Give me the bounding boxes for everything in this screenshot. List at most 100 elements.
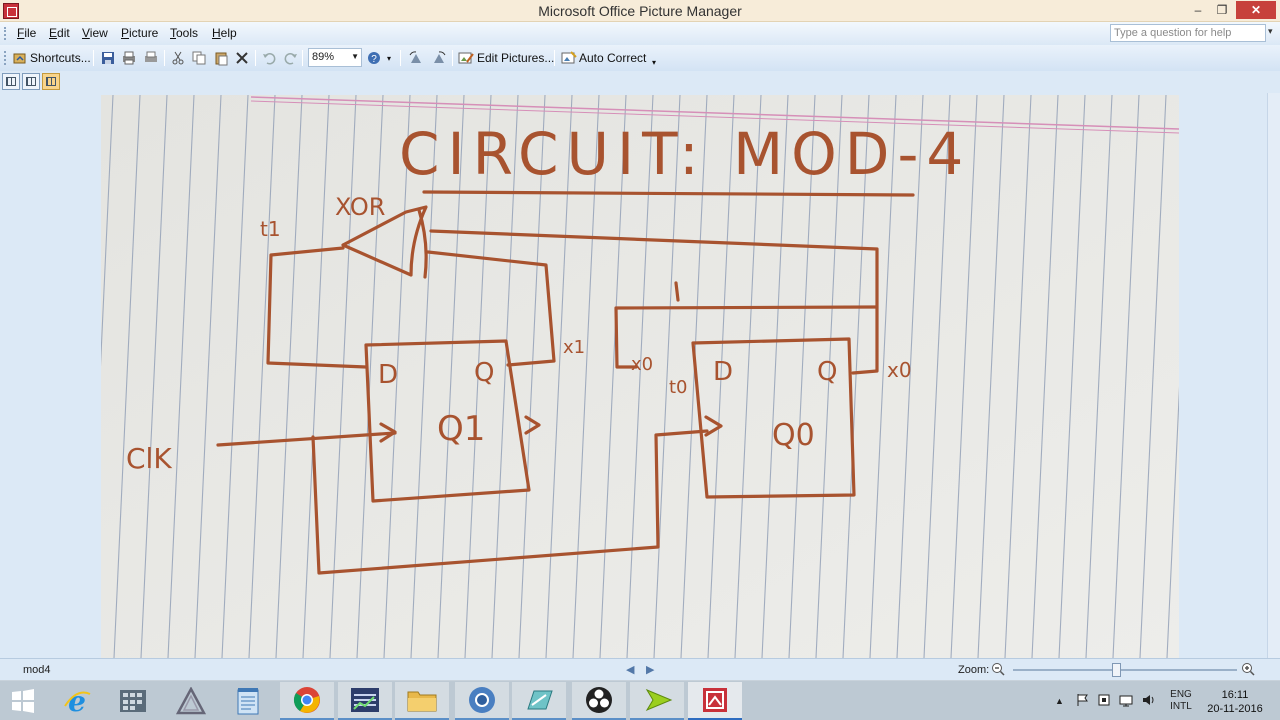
save-button[interactable] bbox=[100, 49, 116, 67]
single-picture-view-button[interactable] bbox=[42, 73, 60, 90]
taskbar-play-app[interactable] bbox=[630, 682, 684, 720]
next-picture-arrow-icon[interactable]: ▶ bbox=[646, 664, 655, 676]
rotate-left-button[interactable] bbox=[408, 49, 424, 67]
taskbar-notepad[interactable] bbox=[221, 682, 275, 720]
clock-date: 20-11-2016 bbox=[1207, 703, 1263, 715]
ruled-line bbox=[680, 95, 708, 658]
delete-button[interactable] bbox=[234, 49, 250, 67]
print-preview-button[interactable] bbox=[143, 49, 159, 67]
ruled-line bbox=[1166, 386, 1179, 658]
auto-correct-button[interactable]: Auto Correct bbox=[561, 49, 646, 67]
ruled-line bbox=[734, 95, 762, 658]
taskbar-file-explorer[interactable] bbox=[395, 682, 449, 720]
minimize-button[interactable]: – bbox=[1194, 3, 1202, 17]
notepad-icon bbox=[237, 688, 259, 715]
ruled-line bbox=[329, 95, 357, 658]
sketch-title: CIRCUIT: MOD-4 bbox=[399, 120, 971, 188]
taskbar-triangle-app[interactable] bbox=[164, 682, 218, 720]
status-bar: mod4 ◀ ▶ Zoom: bbox=[0, 658, 1280, 680]
volume-icon[interactable] bbox=[1141, 693, 1155, 710]
sketch-labels: CIRCUIT: MOD-4 XOR t1 ClK D Q Q1 x1 t0 x… bbox=[126, 120, 971, 475]
start-button[interactable] bbox=[0, 682, 46, 720]
q-label-q0: Q bbox=[817, 357, 837, 387]
taskbar-calculator-grid[interactable] bbox=[106, 682, 160, 720]
zoom-select[interactable]: 89% ▼ bbox=[308, 48, 362, 67]
thumbnail-grid-icon bbox=[6, 77, 16, 86]
window-title: Microsoft Office Picture Manager bbox=[538, 3, 742, 19]
toolbar-separator bbox=[554, 50, 555, 66]
save-icon bbox=[100, 50, 116, 66]
chrome-blue-icon bbox=[469, 687, 495, 713]
toolbar-overflow-arrow[interactable]: ▾ bbox=[652, 57, 657, 67]
previous-picture-arrow-icon[interactable]: ◀ bbox=[626, 664, 635, 676]
language-indicator[interactable]: ENG INTL bbox=[1170, 689, 1192, 712]
menu-picture[interactable]: Picture bbox=[121, 26, 159, 40]
ruled-line bbox=[302, 95, 330, 658]
flag-icon[interactable] bbox=[1075, 693, 1089, 710]
ruled-line bbox=[101, 95, 114, 367]
vertical-scrollbar[interactable] bbox=[1267, 93, 1280, 658]
taskbar-picture-manager[interactable] bbox=[688, 682, 742, 720]
standard-toolbar: Shortcuts... ? ▾ Edit Pictures... Auto C… bbox=[0, 45, 1280, 71]
undo-button[interactable] bbox=[261, 49, 277, 67]
toolbar-separator bbox=[255, 50, 256, 66]
tray-overflow-arrow-icon[interactable]: ▲ bbox=[1055, 696, 1064, 706]
q1-output-mark bbox=[524, 415, 541, 435]
help-dropdown-arrow[interactable]: ▾ bbox=[1268, 26, 1273, 36]
undo-icon bbox=[261, 50, 277, 66]
ruled-line bbox=[788, 95, 816, 658]
menu-grip[interactable] bbox=[4, 27, 7, 40]
notebook-photo[interactable]: CIRCUIT: MOD-4 XOR t1 ClK D Q Q1 x1 t0 x… bbox=[101, 95, 1179, 658]
menu-help[interactable]: Help bbox=[212, 26, 237, 40]
maximize-button[interactable]: ❐ bbox=[1216, 3, 1228, 17]
taskbar-task-manager[interactable] bbox=[338, 682, 392, 720]
ruled-line bbox=[221, 95, 249, 658]
menu-tools[interactable]: Tools bbox=[170, 26, 199, 40]
rotate-right-button[interactable] bbox=[431, 49, 447, 67]
menu-file[interactable]: File bbox=[17, 26, 37, 40]
taskbar-obs[interactable] bbox=[572, 682, 626, 720]
menu-edit[interactable]: Edit bbox=[49, 26, 70, 40]
filmstrip-view-button[interactable] bbox=[22, 73, 40, 90]
zoom-out-icon[interactable] bbox=[991, 662, 1005, 679]
taskbar-internet-explorer[interactable]: e bbox=[50, 682, 104, 720]
paste-button[interactable] bbox=[213, 49, 229, 67]
ruled-line bbox=[1085, 95, 1113, 658]
zoom-slider-track[interactable] bbox=[1013, 669, 1237, 671]
ruled-line bbox=[356, 95, 384, 658]
redo-button[interactable] bbox=[283, 49, 299, 67]
t1-label: t1 bbox=[260, 217, 281, 241]
toolbar-options-arrow[interactable]: ▾ bbox=[387, 53, 392, 63]
help-search-input[interactable]: Type a question for help bbox=[1110, 24, 1266, 42]
zoom-dropdown-icon[interactable]: ▼ bbox=[351, 52, 359, 61]
svg-text:?: ? bbox=[371, 54, 377, 65]
taskbar-drawing-app[interactable] bbox=[512, 682, 566, 720]
ruled-line bbox=[1031, 95, 1059, 658]
print-icon bbox=[121, 50, 137, 66]
taskbar-chrome[interactable] bbox=[280, 682, 334, 720]
zoom-slider-thumb[interactable] bbox=[1112, 663, 1121, 677]
svg-text:e: e bbox=[68, 686, 86, 716]
close-button[interactable]: ✕ bbox=[1236, 1, 1276, 19]
ruled-line bbox=[464, 95, 492, 658]
rotate-left-icon bbox=[408, 50, 424, 66]
thumbnail-view-button[interactable] bbox=[2, 73, 20, 90]
device-icon[interactable] bbox=[1097, 693, 1111, 710]
single-picture-icon bbox=[46, 77, 56, 86]
network-icon[interactable] bbox=[1119, 693, 1133, 710]
print-button[interactable] bbox=[121, 49, 137, 67]
zoom-in-icon[interactable] bbox=[1241, 662, 1255, 679]
picture-manager-app-icon[interactable] bbox=[3, 3, 19, 19]
taskbar-chrome-canary[interactable] bbox=[455, 682, 509, 720]
toolbar-grip[interactable] bbox=[4, 51, 7, 65]
edit-pictures-button[interactable]: Edit Pictures... bbox=[458, 49, 554, 67]
ruled-line bbox=[491, 95, 519, 658]
menu-view[interactable]: View bbox=[82, 26, 108, 40]
copy-button[interactable] bbox=[191, 49, 207, 67]
toolbar-separator bbox=[93, 50, 94, 66]
help-button[interactable]: ? bbox=[366, 49, 382, 67]
taskbar-clock[interactable]: 16:11 20-11-2016 bbox=[1200, 688, 1270, 716]
shortcuts-button[interactable]: Shortcuts... bbox=[12, 49, 91, 67]
cut-button[interactable] bbox=[170, 49, 186, 67]
t0-junction-mark bbox=[674, 281, 680, 302]
